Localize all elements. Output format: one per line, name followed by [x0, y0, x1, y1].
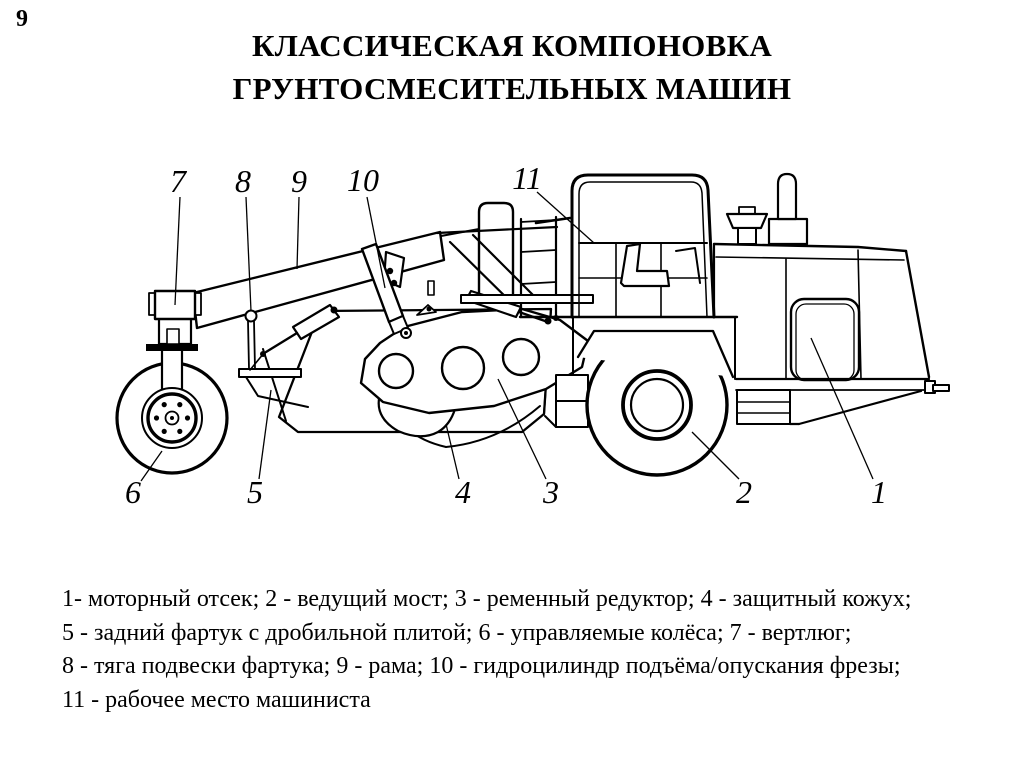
front-wheel — [115, 316, 229, 475]
belt-reducer-housing — [359, 304, 590, 415]
engine-door-window — [789, 297, 861, 382]
legend-line-4: 11 - рабочее место машиниста — [62, 686, 371, 713]
cab-rops-frame — [570, 173, 736, 380]
callout-11: 11 — [512, 160, 542, 196]
exhaust-stack — [767, 172, 809, 246]
mid-frame — [544, 316, 589, 428]
tow-hitch — [924, 380, 950, 394]
legend-line-1: 1- моторный отсек; 2 - ведущий мост; 3 -… — [62, 586, 912, 612]
callout-4: 4 — [455, 474, 471, 510]
leader-line-4 — [445, 423, 460, 480]
callout-3: 3 — [542, 474, 559, 510]
rear-apron — [238, 368, 309, 408]
leader-line-7 — [174, 196, 181, 306]
leader-line-6 — [140, 450, 163, 482]
page-number: 9 — [16, 6, 28, 32]
callout-1: 1 — [871, 474, 887, 510]
callout-7: 7 — [170, 163, 188, 199]
title-line-2: ГРУНТОСМЕСИТЕЛЬНЫХ МАШИН — [232, 71, 792, 106]
slide-title: КЛАССИЧЕСКАЯ КОМПОНОВКА ГРУНТОСМЕСИТЕЛЬНЫ… — [0, 24, 1024, 110]
leader-line-9 — [296, 196, 300, 270]
steering-wheel — [534, 216, 572, 225]
leader-line-3 — [497, 378, 547, 480]
title-line-1: КЛАССИЧЕСКАЯ КОМПОНОВКА — [251, 28, 773, 63]
leader-line-1 — [810, 337, 874, 480]
hub-bolts — [153, 402, 191, 434]
callout-6: 6 — [125, 474, 141, 510]
callout-8: 8 — [235, 163, 251, 199]
leader-line-10 — [366, 196, 386, 289]
leader-lines — [140, 191, 874, 482]
legend-line-2: 5 - задний фартук с дробильной плитой; 6… — [62, 619, 852, 646]
pulley-circle-right — [501, 337, 541, 377]
lift-hydraulic-cylinder — [360, 242, 412, 339]
leader-line-8 — [245, 196, 252, 312]
callout-10: 10 — [347, 162, 379, 198]
leader-line-11 — [536, 191, 595, 244]
apron-tie-rod — [244, 309, 258, 370]
pulley-circle-left — [377, 352, 415, 390]
air-cleaner — [725, 206, 769, 245]
front-platform — [435, 201, 594, 319]
leader-line-2 — [691, 431, 740, 480]
callout-2: 2 — [736, 474, 752, 510]
operator-seat — [619, 242, 701, 288]
pulley-circle-middle — [440, 345, 486, 391]
fork-plate — [146, 344, 198, 351]
front-handrail — [477, 201, 515, 298]
callout-5: 5 — [247, 474, 263, 510]
leader-line-5 — [258, 389, 272, 480]
legend-line-3: 8 - тяга подвески фартука; 9 - рама; 10 … — [62, 653, 901, 679]
legend: 1- моторный отсек; 2 - ведущий мост; 3 -… — [62, 583, 992, 717]
engine-compartment — [712, 242, 950, 426]
callout-9: 9 — [291, 163, 307, 199]
step-plate — [460, 294, 594, 304]
steps — [736, 389, 791, 425]
callout-numbers: 1 2 3 4 5 6 7 8 9 10 11 — [125, 160, 887, 510]
rear-fender — [576, 329, 735, 379]
apron-cylinder — [249, 303, 341, 371]
